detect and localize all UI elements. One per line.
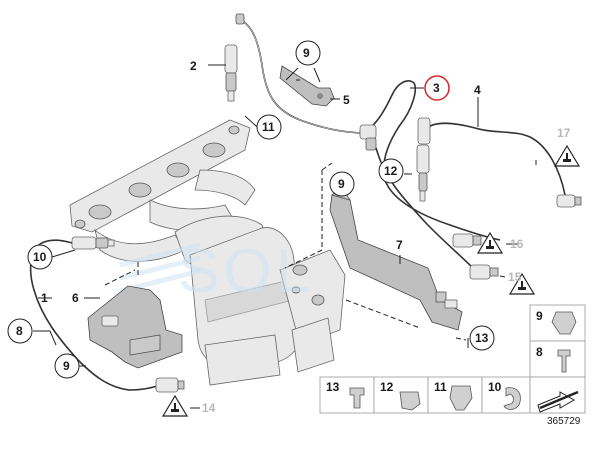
callout-circle-9c (54, 353, 80, 379)
warning-triangle-icon (476, 231, 504, 254)
callout-2: 2 (190, 59, 197, 73)
cable-bracket-7 (329, 187, 463, 331)
legend-label-11: 11 (434, 380, 447, 394)
callout-labels: 2 9 5 3 4 11 17 12 9 7 16 15 10 1 6 8 9 … (16, 46, 571, 415)
callout-15: 15 (508, 270, 522, 284)
legend-cell-8 (529, 340, 586, 378)
callout-circle-12 (378, 158, 404, 184)
callout-7: 7 (396, 238, 403, 252)
legend-label-12: 12 (380, 380, 394, 394)
clip-icon (551, 311, 577, 335)
arrow-shaft-icon (539, 390, 579, 410)
warning-triangle-icon (508, 272, 536, 295)
callout-11: 11 (262, 120, 275, 134)
cable-clip-icon (399, 391, 421, 411)
oxygen-sensor-4 (416, 117, 582, 208)
callout-14: 14 (202, 401, 216, 415)
callout-circle-10 (27, 244, 53, 270)
callout-circle-8 (7, 318, 33, 344)
callout-5: 5 (343, 93, 350, 107)
callout-9a: 9 (303, 46, 310, 60)
sensor-bracket-6 (87, 285, 183, 369)
callout-4: 4 (474, 83, 481, 97)
holder-icon (449, 385, 473, 411)
legend-side: 9 8 (529, 304, 586, 378)
document-number: 365729 (547, 416, 581, 427)
legend-label-13: 13 (326, 380, 340, 394)
warning-triangle-icon (161, 394, 189, 417)
callout-17: 17 (557, 126, 571, 140)
callout-circle-11 (256, 114, 282, 140)
screw-icon (349, 387, 365, 409)
callout-circle-9b (329, 171, 355, 197)
callout-6: 6 (72, 291, 79, 305)
watermark: SOL (119, 237, 310, 306)
callout-16: 16 (510, 237, 524, 251)
callout-3: 3 (433, 81, 440, 95)
legend-bottom: 13 12 11 10 (319, 376, 586, 414)
callout-9c: 9 (63, 359, 70, 373)
bolt-icon (557, 349, 571, 373)
exhaust-manifold (69, 119, 346, 386)
callout-circle-9a (295, 40, 321, 66)
cable-bracket-5 (279, 65, 335, 107)
callout-circle-13 (469, 325, 495, 351)
legend-label-10: 10 (488, 380, 502, 394)
oxygen-sensor-upstream (224, 13, 363, 134)
warning-triangle-icon (553, 144, 581, 167)
callout-13: 13 (475, 331, 489, 345)
callout-10: 10 (33, 250, 47, 264)
legend-label-8: 8 (536, 345, 543, 359)
callout-8: 8 (16, 324, 23, 338)
callout-1: 1 (41, 291, 48, 305)
callout-12: 12 (384, 164, 398, 178)
assembly-dashed-lines (104, 162, 467, 341)
oxygen-sensor-1 (29, 236, 185, 393)
grommet-icon (503, 387, 521, 410)
legend-label-9: 9 (536, 309, 543, 323)
highlight-circle-icon (424, 75, 450, 101)
oxygen-sensor-3 (359, 80, 501, 248)
callout-9b: 9 (338, 177, 345, 191)
